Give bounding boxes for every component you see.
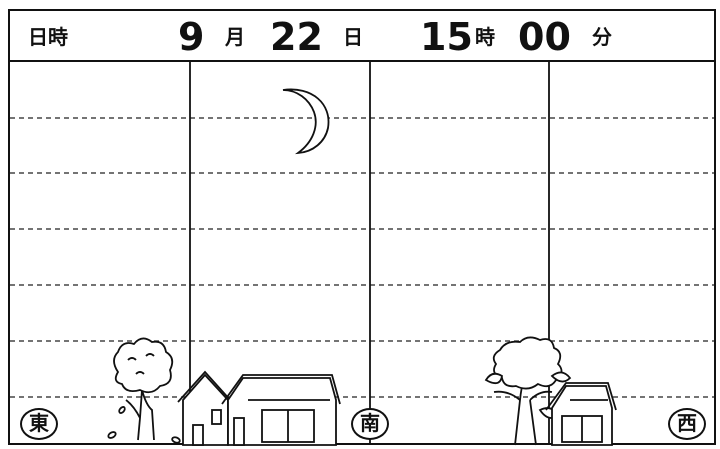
houses-icon [177,370,341,446]
date-time-header: 日時 9 月 22 日 15 時 00 分 [10,11,714,62]
date-time-label: 日時 [28,25,68,49]
minute-value: 00 [518,15,571,59]
tree-left-icon [107,337,181,444]
direction-west-marker: 西 [668,408,706,440]
minute-unit: 分 [592,25,612,49]
day-unit: 日 [343,25,363,49]
day-value: 22 [270,15,323,59]
hour-value: 15 [420,15,473,59]
month-unit: 月 [225,25,245,49]
month-value: 9 [178,15,205,59]
crescent-moon-icon [282,88,330,155]
dashed-guide-lines [10,117,714,398]
house-right-icon [545,382,617,446]
hour-unit: 時 [475,25,495,49]
direction-east-marker: 東 [20,408,58,440]
direction-south-marker: 南 [351,408,389,440]
